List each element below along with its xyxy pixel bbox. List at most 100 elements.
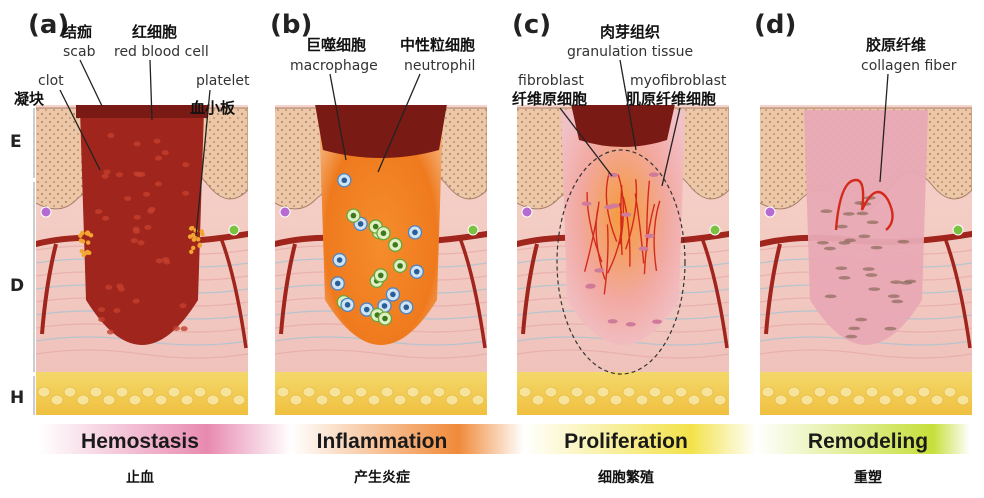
collagen-fiber <box>842 212 855 216</box>
fibroblast-label-en: fibroblast <box>518 73 584 89</box>
fibroblast-cell <box>607 319 618 324</box>
red-blood-cell <box>144 224 152 230</box>
macrophage-label-en: macrophage <box>290 58 378 74</box>
fibroblast-cell <box>652 319 663 324</box>
platelet <box>86 231 91 237</box>
tissue-cell <box>521 206 533 218</box>
fat-cell <box>89 386 103 398</box>
red-blood-cell <box>102 215 110 221</box>
cell-nucleus <box>372 223 379 230</box>
layer-h-label: H <box>10 388 24 408</box>
fat-cell <box>700 386 714 398</box>
fat-cell <box>943 386 957 398</box>
stage-hemostasis-label: Hemostasis <box>81 430 199 453</box>
fat-cell <box>219 386 233 398</box>
platelet <box>79 248 84 254</box>
fat-cell <box>367 394 381 406</box>
red-blood-cell <box>180 326 188 332</box>
red-blood-cell <box>148 206 156 212</box>
platelet <box>80 230 85 236</box>
fat-cell <box>518 386 532 398</box>
platelet <box>78 238 84 243</box>
fat-cell <box>813 386 827 398</box>
red-blood-cell <box>95 209 103 215</box>
fibroblast-cell <box>625 322 636 327</box>
fat-cell <box>276 386 290 398</box>
cell-nucleus <box>357 221 364 227</box>
collagen-fiber <box>870 245 883 250</box>
cell-nucleus <box>380 230 387 237</box>
fat-cell <box>471 394 485 406</box>
cell-nucleus <box>392 242 399 248</box>
red-blood-cell <box>182 190 190 196</box>
fibroblast-cell <box>648 172 659 177</box>
red-blood-cell-label-en: red blood cell <box>114 44 209 60</box>
myofibroblast-label-en: myofibroblast <box>630 73 727 89</box>
collagen-fiber <box>865 273 878 277</box>
red-blood-cell <box>113 308 121 314</box>
fat-cell <box>141 386 155 398</box>
stage-hemostasis-zh: 止血 <box>126 469 154 486</box>
fibroblast-cell <box>594 268 605 273</box>
leader-lines <box>59 59 889 237</box>
fat-cell <box>787 386 801 398</box>
red-blood-cell <box>179 303 187 309</box>
panel-b-letter: (b) <box>270 10 312 40</box>
stage-inflammation-label: Inflammation <box>317 430 448 453</box>
fat-cell <box>289 394 303 406</box>
red-blood-cell <box>132 226 140 232</box>
red-blood-cell-label-zh: 红细胞 <box>132 23 177 41</box>
myofibroblast-label-zh: 肌原纤维细胞 <box>626 90 716 108</box>
fat-cell <box>557 394 571 406</box>
red-blood-cell <box>116 283 124 289</box>
fat-cell <box>635 394 649 406</box>
red-blood-cell <box>98 307 106 313</box>
red-blood-cell <box>143 191 151 197</box>
fat-cell <box>354 386 368 398</box>
fat-cell <box>406 386 420 398</box>
cell-nucleus <box>350 212 357 219</box>
fat-cell <box>865 386 879 398</box>
new-capillary <box>653 200 661 271</box>
fibroblast-cell <box>638 246 649 251</box>
red-blood-cell <box>155 258 163 264</box>
fat-cell <box>37 386 51 398</box>
fat-cell <box>76 394 90 406</box>
scab-label-en: scab <box>63 44 96 60</box>
fibroblast-cell <box>621 212 632 217</box>
new-capillary <box>603 224 609 295</box>
remodeled-tissue <box>804 110 928 345</box>
collagen-fiber <box>838 276 851 280</box>
red-blood-cell <box>98 317 106 323</box>
cell-nucleus <box>381 303 388 309</box>
blood-vessel-branch <box>40 243 58 335</box>
platelet <box>199 229 205 234</box>
fibroblast-cell <box>581 201 592 206</box>
platelet <box>85 249 90 255</box>
dermis-fiber <box>36 349 248 359</box>
blood-vessel-branch <box>458 237 487 349</box>
fat-cell <box>713 394 727 406</box>
granulation-tissue-label-en: granulation tissue <box>567 44 693 60</box>
red-blood-cell <box>106 329 114 335</box>
scab <box>76 105 208 118</box>
platelet <box>191 237 197 242</box>
tissue-cell <box>40 206 52 218</box>
fat-cell <box>63 386 77 398</box>
fibroblast-cell <box>604 204 615 210</box>
panel-a-letter: (a) <box>28 10 69 40</box>
cell-nucleus <box>336 257 343 263</box>
new-capillary <box>583 201 600 272</box>
red-blood-cell <box>132 298 140 304</box>
fat-cell <box>380 386 394 398</box>
cell-nucleus <box>363 306 370 313</box>
stage-gradient-bar <box>40 424 970 454</box>
fat-cell <box>761 386 775 398</box>
granulation-outline <box>556 149 686 375</box>
fat-cell <box>206 394 220 406</box>
collagen-fiber <box>845 334 858 339</box>
fat-cell <box>687 394 701 406</box>
tissue-panel-inflammation <box>275 105 487 415</box>
fat-cell <box>128 394 142 406</box>
